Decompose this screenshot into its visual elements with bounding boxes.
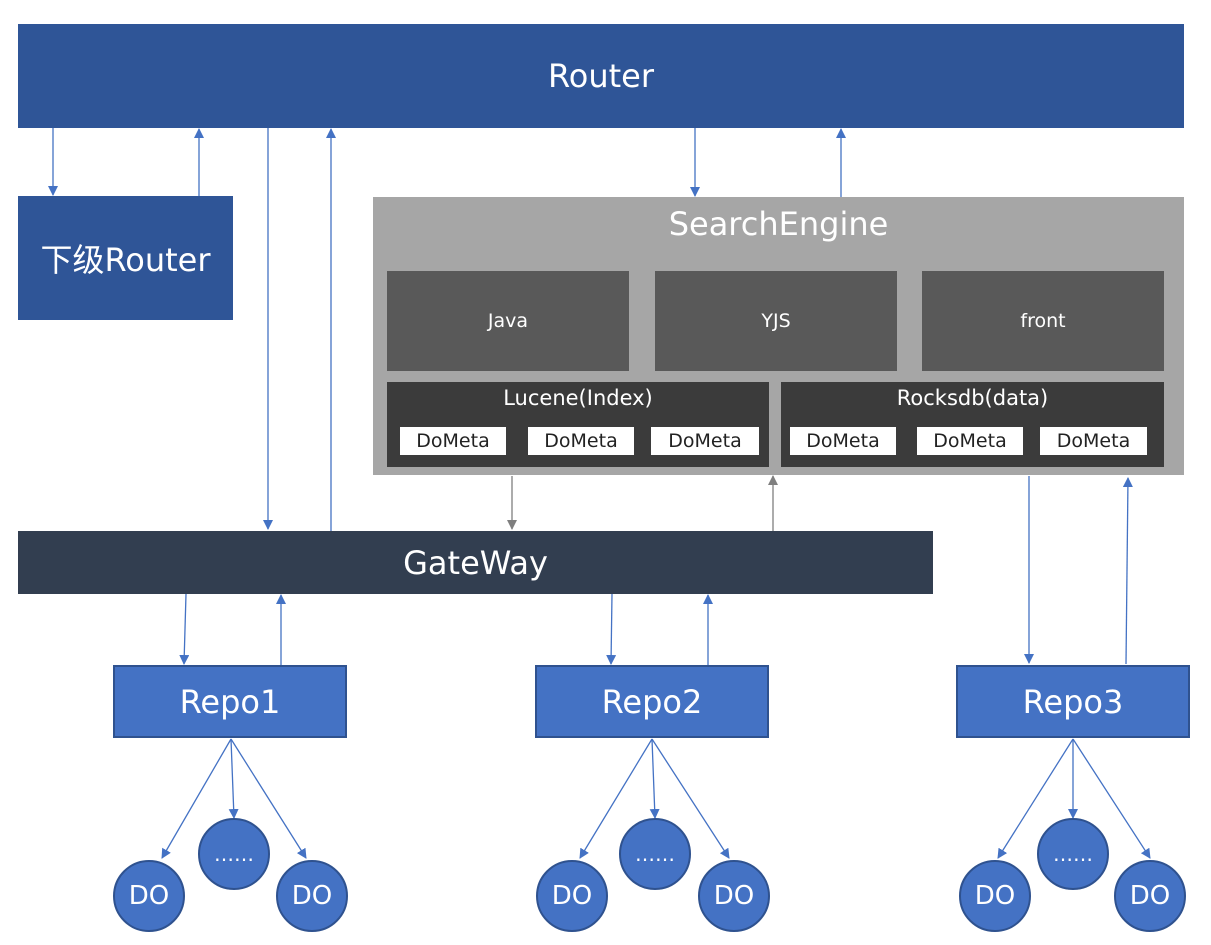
repo1-do-node-left: DO <box>113 860 185 932</box>
arrow-repo2-dots <box>649 738 660 819</box>
repo2-more-node: …… <box>619 818 691 890</box>
repo3-more-node: …… <box>1037 818 1109 890</box>
gateway-label: GateWay <box>403 543 548 582</box>
module-yjs: YJS <box>655 271 897 371</box>
repo2-box: Repo2 <box>535 665 769 738</box>
dometa-lucene-1: DoMeta <box>400 427 506 455</box>
lucene-index-group: Lucene(Index) DoMeta DoMeta DoMeta <box>387 382 769 467</box>
lucene-index-title: Lucene(Index) <box>503 386 653 410</box>
search-engine-box: SearchEngine Java YJS front Lucene(Index… <box>373 197 1184 475</box>
arrow-repo1-do-left <box>161 738 232 859</box>
repo1-label: Repo1 <box>179 682 281 721</box>
arrow-repo1-dots <box>228 738 239 819</box>
sub-router-label: 下级Router <box>40 241 211 279</box>
module-java: Java <box>387 271 629 371</box>
repo2-do-node-right: DO <box>698 860 770 932</box>
dometa-lucene-2: DoMeta <box>528 427 634 455</box>
rocksdb-data-title: Rocksdb(data) <box>896 386 1049 410</box>
arrow-gateway-to-repo1 <box>179 593 190 665</box>
arrow-repo3-do-right <box>1072 738 1151 859</box>
arrow-repo2-do-right <box>651 738 730 859</box>
repo2-do-node-left: DO <box>536 860 608 932</box>
dometa-lucene-3: DoMeta <box>651 427 759 455</box>
arrow-repo3-do-left <box>997 738 1074 859</box>
dometa-rocksdb-1: DoMeta <box>790 427 896 455</box>
arrow-repo1-do-right <box>230 738 307 859</box>
gateway-box: GateWay <box>18 531 933 594</box>
dometa-rocksdb-2: DoMeta <box>917 427 1023 455</box>
router-box: Router <box>18 24 1184 128</box>
search-engine-title: SearchEngine <box>668 205 889 243</box>
dometa-rocksdb-3: DoMeta <box>1040 427 1147 455</box>
repo3-do-node-left: DO <box>959 860 1031 932</box>
router-label: Router <box>547 57 655 95</box>
sub-router-box: 下级Router <box>18 196 233 320</box>
rocksdb-data-group: Rocksdb(data) DoMeta DoMeta DoMeta <box>781 382 1164 467</box>
repo1-more-node: …… <box>198 818 270 890</box>
repo3-box: Repo3 <box>956 665 1190 738</box>
arrow-gateway-to-repo2 <box>606 593 617 665</box>
repo1-box: Repo1 <box>113 665 347 738</box>
repo1-do-node-right: DO <box>276 860 348 932</box>
repo3-label: Repo3 <box>1022 682 1124 721</box>
module-front: front <box>922 271 1164 371</box>
repo2-label: Repo2 <box>601 682 703 721</box>
repo3-do-node-right: DO <box>1114 860 1186 932</box>
arrow-repo3-to-search <box>1122 477 1133 665</box>
arrow-repo2-do-left <box>579 738 653 859</box>
